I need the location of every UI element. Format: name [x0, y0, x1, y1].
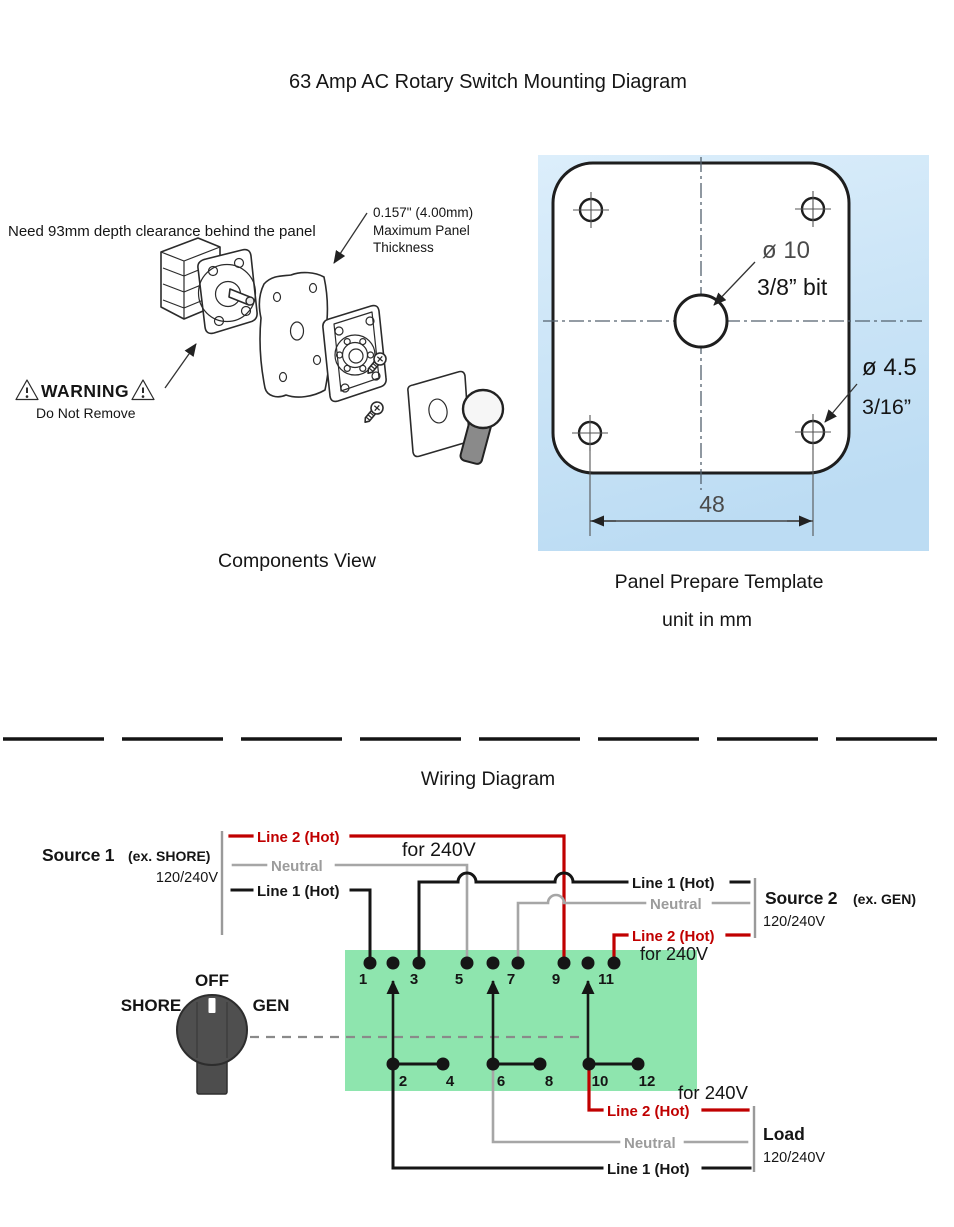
- corner-hole-crosshairs: [572, 191, 831, 451]
- source2-neutral-label: Neutral: [650, 896, 702, 913]
- source2-line2-wire: [612, 933, 751, 960]
- load-line1-label: Line 1 (Hot): [607, 1161, 690, 1178]
- warning-subtext: Do Not Remove: [36, 405, 136, 421]
- svg-text:6: 6: [497, 1073, 505, 1090]
- source1-line1-label: Line 1 (Hot): [257, 883, 340, 900]
- load-line2-wire: [587, 1062, 750, 1112]
- mounting-plate: [322, 304, 387, 403]
- svg-text:5: 5: [455, 971, 463, 988]
- template-unit-note: unit in mm: [662, 609, 752, 631]
- svg-text:1: 1: [359, 971, 367, 988]
- terminal-dots: [363, 956, 645, 1071]
- panel-thickness-note-1: 0.157" (4.00mm): [373, 205, 473, 220]
- source2-voltage: 120/240V: [763, 914, 825, 930]
- center-hole-bit: 3/8” bit: [757, 274, 828, 300]
- hole-spacing-value: 48: [699, 491, 725, 517]
- rotary-switch[interactable]: OFF SHORE GEN: [121, 971, 290, 1095]
- load-group: Line 2 (Hot) Neutral Line 1 (Hot) for 24…: [391, 1062, 825, 1178]
- svg-text:11: 11: [598, 971, 614, 988]
- page-title: 63 Amp AC Rotary Switch Mounting Diagram: [289, 71, 687, 93]
- panel-thickness-note-3: Thickness: [373, 240, 434, 255]
- warning-triangle-icon-2: [131, 379, 155, 401]
- knob-face: [461, 388, 505, 430]
- svg-text:4: 4: [446, 1073, 455, 1090]
- wiring-caption: Wiring Diagram: [421, 768, 555, 790]
- corner-hole-leader: [824, 383, 858, 423]
- load-240v-note: for 240V: [678, 1082, 749, 1103]
- wiring-diagram: Wiring Diagram OFF SHORE GEN Source 1 (e…: [42, 768, 916, 1178]
- source2-neutral-wire: [516, 893, 751, 960]
- warning-label: WARNING: [41, 381, 129, 401]
- svg-text:12: 12: [639, 1073, 656, 1090]
- source1-group: Source 1 (ex. SHORE) 120/240V Line 2 (Ho…: [42, 829, 566, 960]
- source1-line2-wire: [228, 834, 566, 960]
- load-neutral-wire: [491, 1062, 749, 1144]
- components-view: Need 93mm depth clearance behind the pan…: [8, 205, 505, 572]
- panel-prepare-template: ø 10 3/8” bit ø 4.5 3/16” 48 Panel Prepa…: [538, 155, 929, 631]
- panel-thickness-note-2: Maximum Panel: [373, 223, 470, 238]
- source1-240v-note: for 240V: [402, 839, 476, 861]
- load-voltage: 120/240V: [763, 1150, 825, 1166]
- exploded-parts: [160, 237, 505, 465]
- depth-clearance-note: Need 93mm depth clearance behind the pan…: [8, 223, 316, 240]
- svg-text:8: 8: [545, 1073, 553, 1090]
- terminal-block: [345, 950, 697, 1091]
- source1-voltage: 120/240V: [156, 870, 218, 886]
- source1-neutral-wire: [231, 863, 469, 960]
- source1-line1-wire: [230, 888, 372, 960]
- source2-group: Line 1 (Hot) Neutral Line 2 (Hot) Source…: [417, 871, 916, 964]
- knob-pointer-mark: [208, 998, 216, 1013]
- source1-name: Source 1: [42, 845, 115, 865]
- source1-line2-label: Line 2 (Hot): [257, 829, 340, 846]
- svg-text:2: 2: [399, 1073, 407, 1090]
- thickness-leader: [333, 212, 368, 264]
- source2-example: (ex. GEN): [853, 891, 916, 907]
- center-hole-leader: [713, 261, 756, 306]
- svg-text:7: 7: [507, 971, 515, 988]
- source2-line1-wire: [417, 871, 751, 960]
- switch-flange: [197, 248, 258, 335]
- center-hole-diameter: ø 10: [762, 237, 810, 264]
- corner-hole-bit: 3/16”: [862, 395, 911, 419]
- warning-note: WARNING Do Not Remove: [15, 343, 197, 421]
- load-line1-wire: [391, 1062, 752, 1170]
- source2-line1-label: Line 1 (Hot): [632, 875, 715, 892]
- escutcheon-plate: [407, 370, 470, 458]
- svg-text:10: 10: [592, 1073, 609, 1090]
- load-line2-label: Line 2 (Hot): [607, 1103, 690, 1120]
- source2-name: Source 2: [765, 888, 838, 908]
- mounting-screw-2: [359, 398, 387, 427]
- source2-line2-label: Line 2 (Hot): [632, 928, 715, 945]
- corner-hole-diameter: ø 4.5: [862, 354, 917, 381]
- source1-neutral-label: Neutral: [271, 858, 323, 875]
- gasket: [258, 271, 331, 398]
- svg-text:9: 9: [552, 971, 560, 988]
- load-neutral-label: Neutral: [624, 1135, 676, 1152]
- components-view-caption: Components View: [218, 550, 377, 572]
- warning-leader: [164, 343, 197, 389]
- source1-example: (ex. SHORE): [128, 848, 210, 864]
- template-caption: Panel Prepare Template: [615, 571, 824, 593]
- switch-position-gen: GEN: [253, 996, 290, 1015]
- center-hole: [673, 293, 729, 349]
- terminal-numbers: 1 3 5 7 9 11 2 4 6 8 10 12: [359, 971, 656, 1090]
- load-name: Load: [763, 1124, 805, 1144]
- switch-position-shore: SHORE: [121, 996, 181, 1015]
- svg-text:3: 3: [410, 971, 418, 988]
- switch-poles: [386, 980, 640, 1066]
- switch-position-off: OFF: [195, 971, 229, 990]
- warning-triangle-icon: [15, 379, 39, 401]
- source2-240v-note: for 240V: [640, 944, 708, 964]
- rotary-switch-knob[interactable]: [176, 994, 248, 1066]
